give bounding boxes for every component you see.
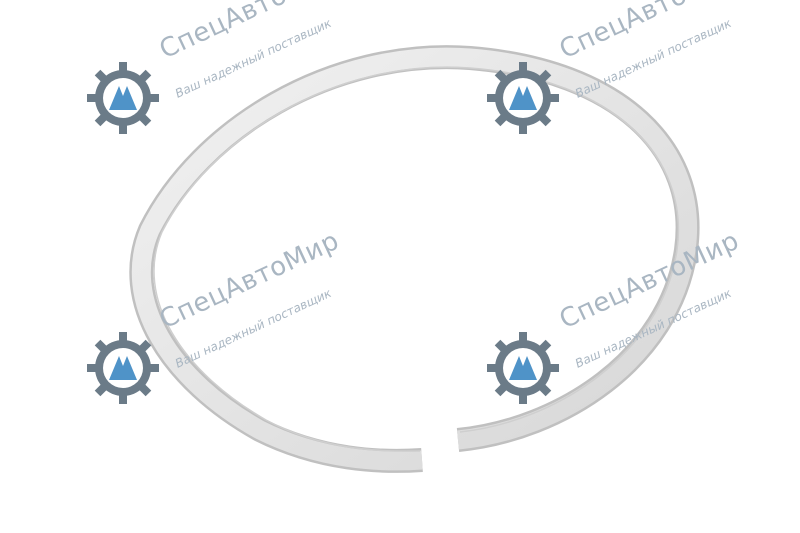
watermark-top-right: СпецАвтоМир Ваш надежный поставщик xyxy=(485,0,745,160)
watermark-bottom-left: СпецАвтоМир Ваш надежный поставщик xyxy=(85,226,345,430)
ring-face xyxy=(131,47,697,471)
gear-logo-icon xyxy=(87,62,159,134)
watermark-bottom-right: СпецАвтоМир Ваш надежный поставщик xyxy=(485,226,745,430)
watermark-top-left: СпецАвтоМир Ваш надежный поставщик xyxy=(85,0,345,160)
gear-logo-icon xyxy=(87,332,159,404)
ring-inner-edge xyxy=(153,66,680,452)
gear-logo-icon xyxy=(487,62,559,134)
gear-logo-icon xyxy=(487,332,559,404)
